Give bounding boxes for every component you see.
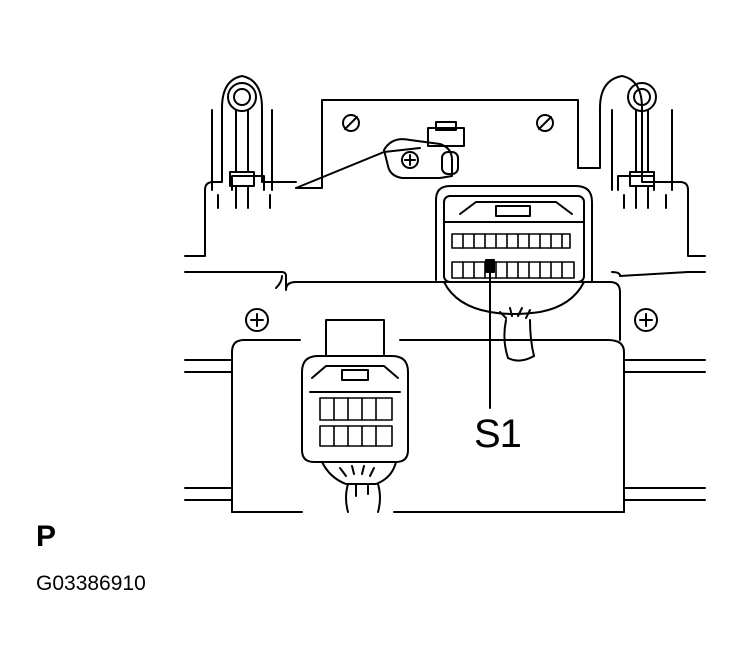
lower-harness [321,461,397,513]
upper-connector-pins-row1 [451,233,571,249]
figure-code: G03386910 [36,572,146,595]
lower-connector-pins-row1 [319,397,393,421]
view-label: P [36,520,57,553]
left-mount-loop [211,82,273,209]
lower-connector-pins-row2 [319,425,393,447]
lower-connector-tab [325,319,385,357]
upper-harness [499,307,535,362]
top-screw-right-icon [536,114,554,132]
s1-callout-label: S1 [474,412,522,456]
center-bracket [383,121,465,179]
lower-connector [301,355,409,463]
upper-connector [435,185,593,315]
plate-screw-left-icon [245,308,269,332]
plate-screw-right-icon [634,308,658,332]
top-screw-left-icon [342,114,360,132]
upper-connector-pins-row2 [451,261,575,279]
right-mount-loop [611,82,673,209]
